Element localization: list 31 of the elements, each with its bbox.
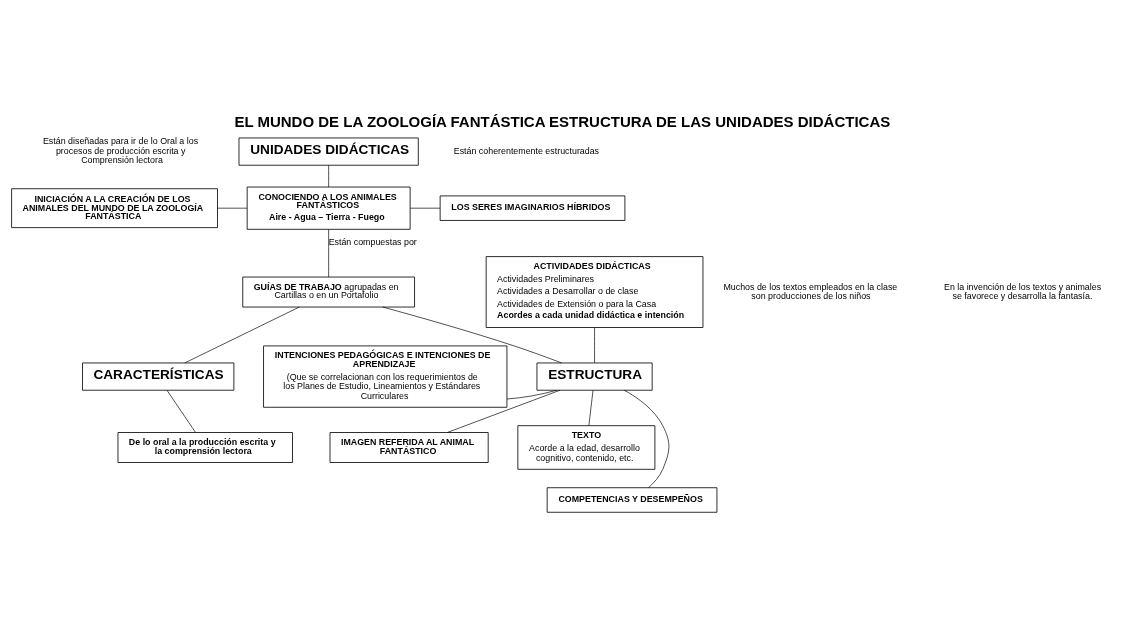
connector (166, 390, 196, 433)
connector (217, 207, 248, 209)
node-box: UNIDADES DIDÁCTICAS (238, 137, 419, 166)
node-box: CONOCIENDO A LOS ANIMALES FANTÁSTICOS Aire - Agua – Tierra - Fuego (246, 186, 411, 230)
node-box: TEXTO Acorde a la edad, desarrollo cognitivo, contenido, etc. (517, 425, 656, 470)
node-box: INTENCIONES PEDAGÓGICAS E INTENCIONES DE APRENDIZAJE (Que se correlacionan con los requerimientos de los Planes de Estudio, Lineamientos y Estándares Curriculares (263, 345, 508, 408)
node-box: IMAGEN REFERIDA AL ANIMAL FANTÁSTICO (329, 432, 489, 463)
connector (588, 390, 594, 426)
edge-label: Están compuestas por (328, 237, 417, 248)
node-box: LOS SERES IMAGINARIOS HÍBRIDOS (439, 195, 626, 221)
label: En la invención de los textos y animales se favorece y desarrolla la fantasía. (943, 281, 1102, 302)
label: Muchos de los textos empleados en la clase son producciones de los niños (723, 281, 898, 302)
label: Están coherentemente estructuradas (453, 145, 600, 156)
label: Están diseñadas para ir de lo Oral a los procesos de producción escrita y Comprensión lectora (42, 136, 199, 166)
node-box: COMPETENCIAS Y DESEMPEÑOS (546, 487, 718, 513)
node-box: ESTRUCTURA (536, 362, 653, 391)
node-box: INICIACIÓN A LA CREACIÓN DE LOS ANIMALES DEL MUNDO DE LA ZOOLOGÍA FANTÁSTICA (11, 188, 218, 228)
connector (382, 306, 562, 364)
connector (409, 207, 441, 209)
connector (184, 306, 300, 364)
node-box: ACTIVIDADES DIDÁCTICAS Actividades Preliminares Actividades a Desarrollar o de clase Actividades de Extensión o para la Casa Acordes a cada unidad didáctica e intención (485, 256, 704, 328)
connector (447, 389, 561, 433)
connector (624, 389, 670, 489)
node-box: De lo oral a la producción escrita y la comprensión lectora (117, 432, 293, 463)
connector (506, 389, 557, 400)
connector (594, 327, 595, 364)
connector (328, 165, 329, 188)
node-box: CARACTERÍSTICAS (82, 362, 235, 391)
connector (328, 229, 329, 278)
diagram-title: EL MUNDO DE LA ZOOLOGÍA FANTÁSTICA ESTRUCTURA DE LAS UNIDADES DIDÁCTICAS (234, 112, 891, 130)
node-box: GUÍAS DE TRABAJO agrupadas en Cartillas o en un Portafolio (242, 276, 415, 308)
